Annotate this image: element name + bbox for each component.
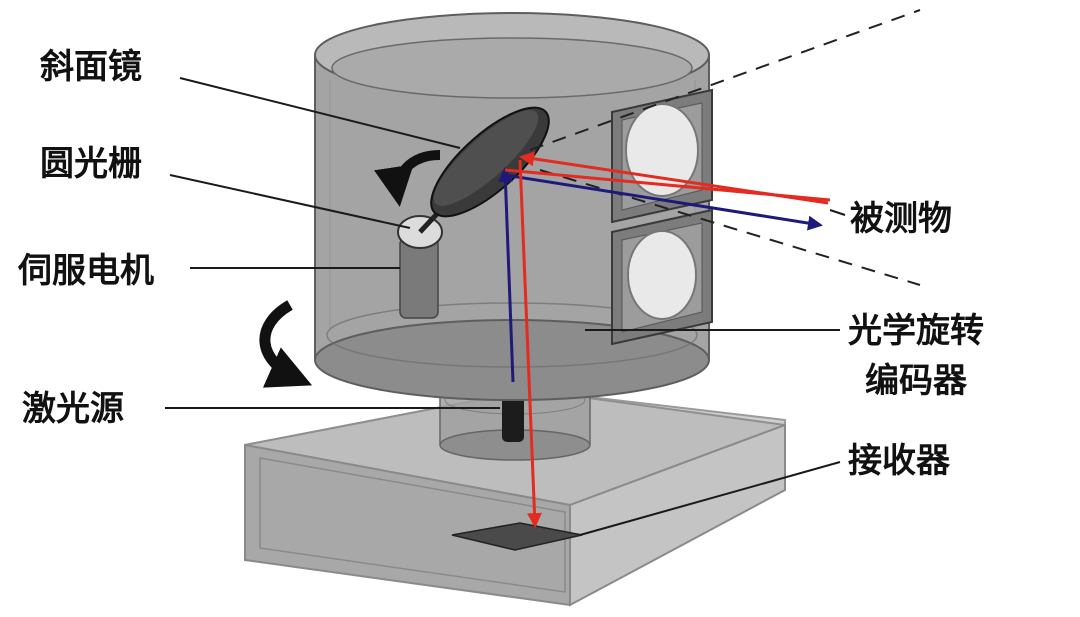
leader-grating bbox=[169, 174, 411, 229]
scan-line-upper bbox=[529, 9, 921, 151]
label-grating: 圆光栅 bbox=[40, 144, 142, 184]
leader-receiver bbox=[579, 461, 841, 536]
lens-window-upper bbox=[611, 88, 713, 224]
label-target: 被测物 bbox=[850, 199, 952, 239]
leader-target bbox=[829, 209, 846, 216]
base-box bbox=[244, 388, 786, 607]
cylinder-rotation-arrow bbox=[259, 300, 313, 388]
lens-window-lower bbox=[611, 208, 713, 346]
scan-line-lower bbox=[539, 169, 921, 286]
label-servo-motor: 伺服电机 bbox=[17, 251, 154, 291]
label-mirror: 斜面镜 bbox=[40, 47, 142, 87]
tilted-mirror bbox=[430, 106, 550, 218]
leader-mirror bbox=[179, 77, 461, 149]
label-receiver: 接收器 bbox=[848, 441, 951, 481]
return-beam bbox=[518, 151, 829, 528]
servo-motor bbox=[397, 198, 452, 319]
mirror-rotation-arrow bbox=[374, 150, 441, 207]
label-encoder-line2: 编码器 bbox=[865, 361, 968, 401]
label-laser-source: 激光源 bbox=[22, 389, 124, 429]
label-encoder-line1: 光学旋转 bbox=[848, 311, 984, 351]
